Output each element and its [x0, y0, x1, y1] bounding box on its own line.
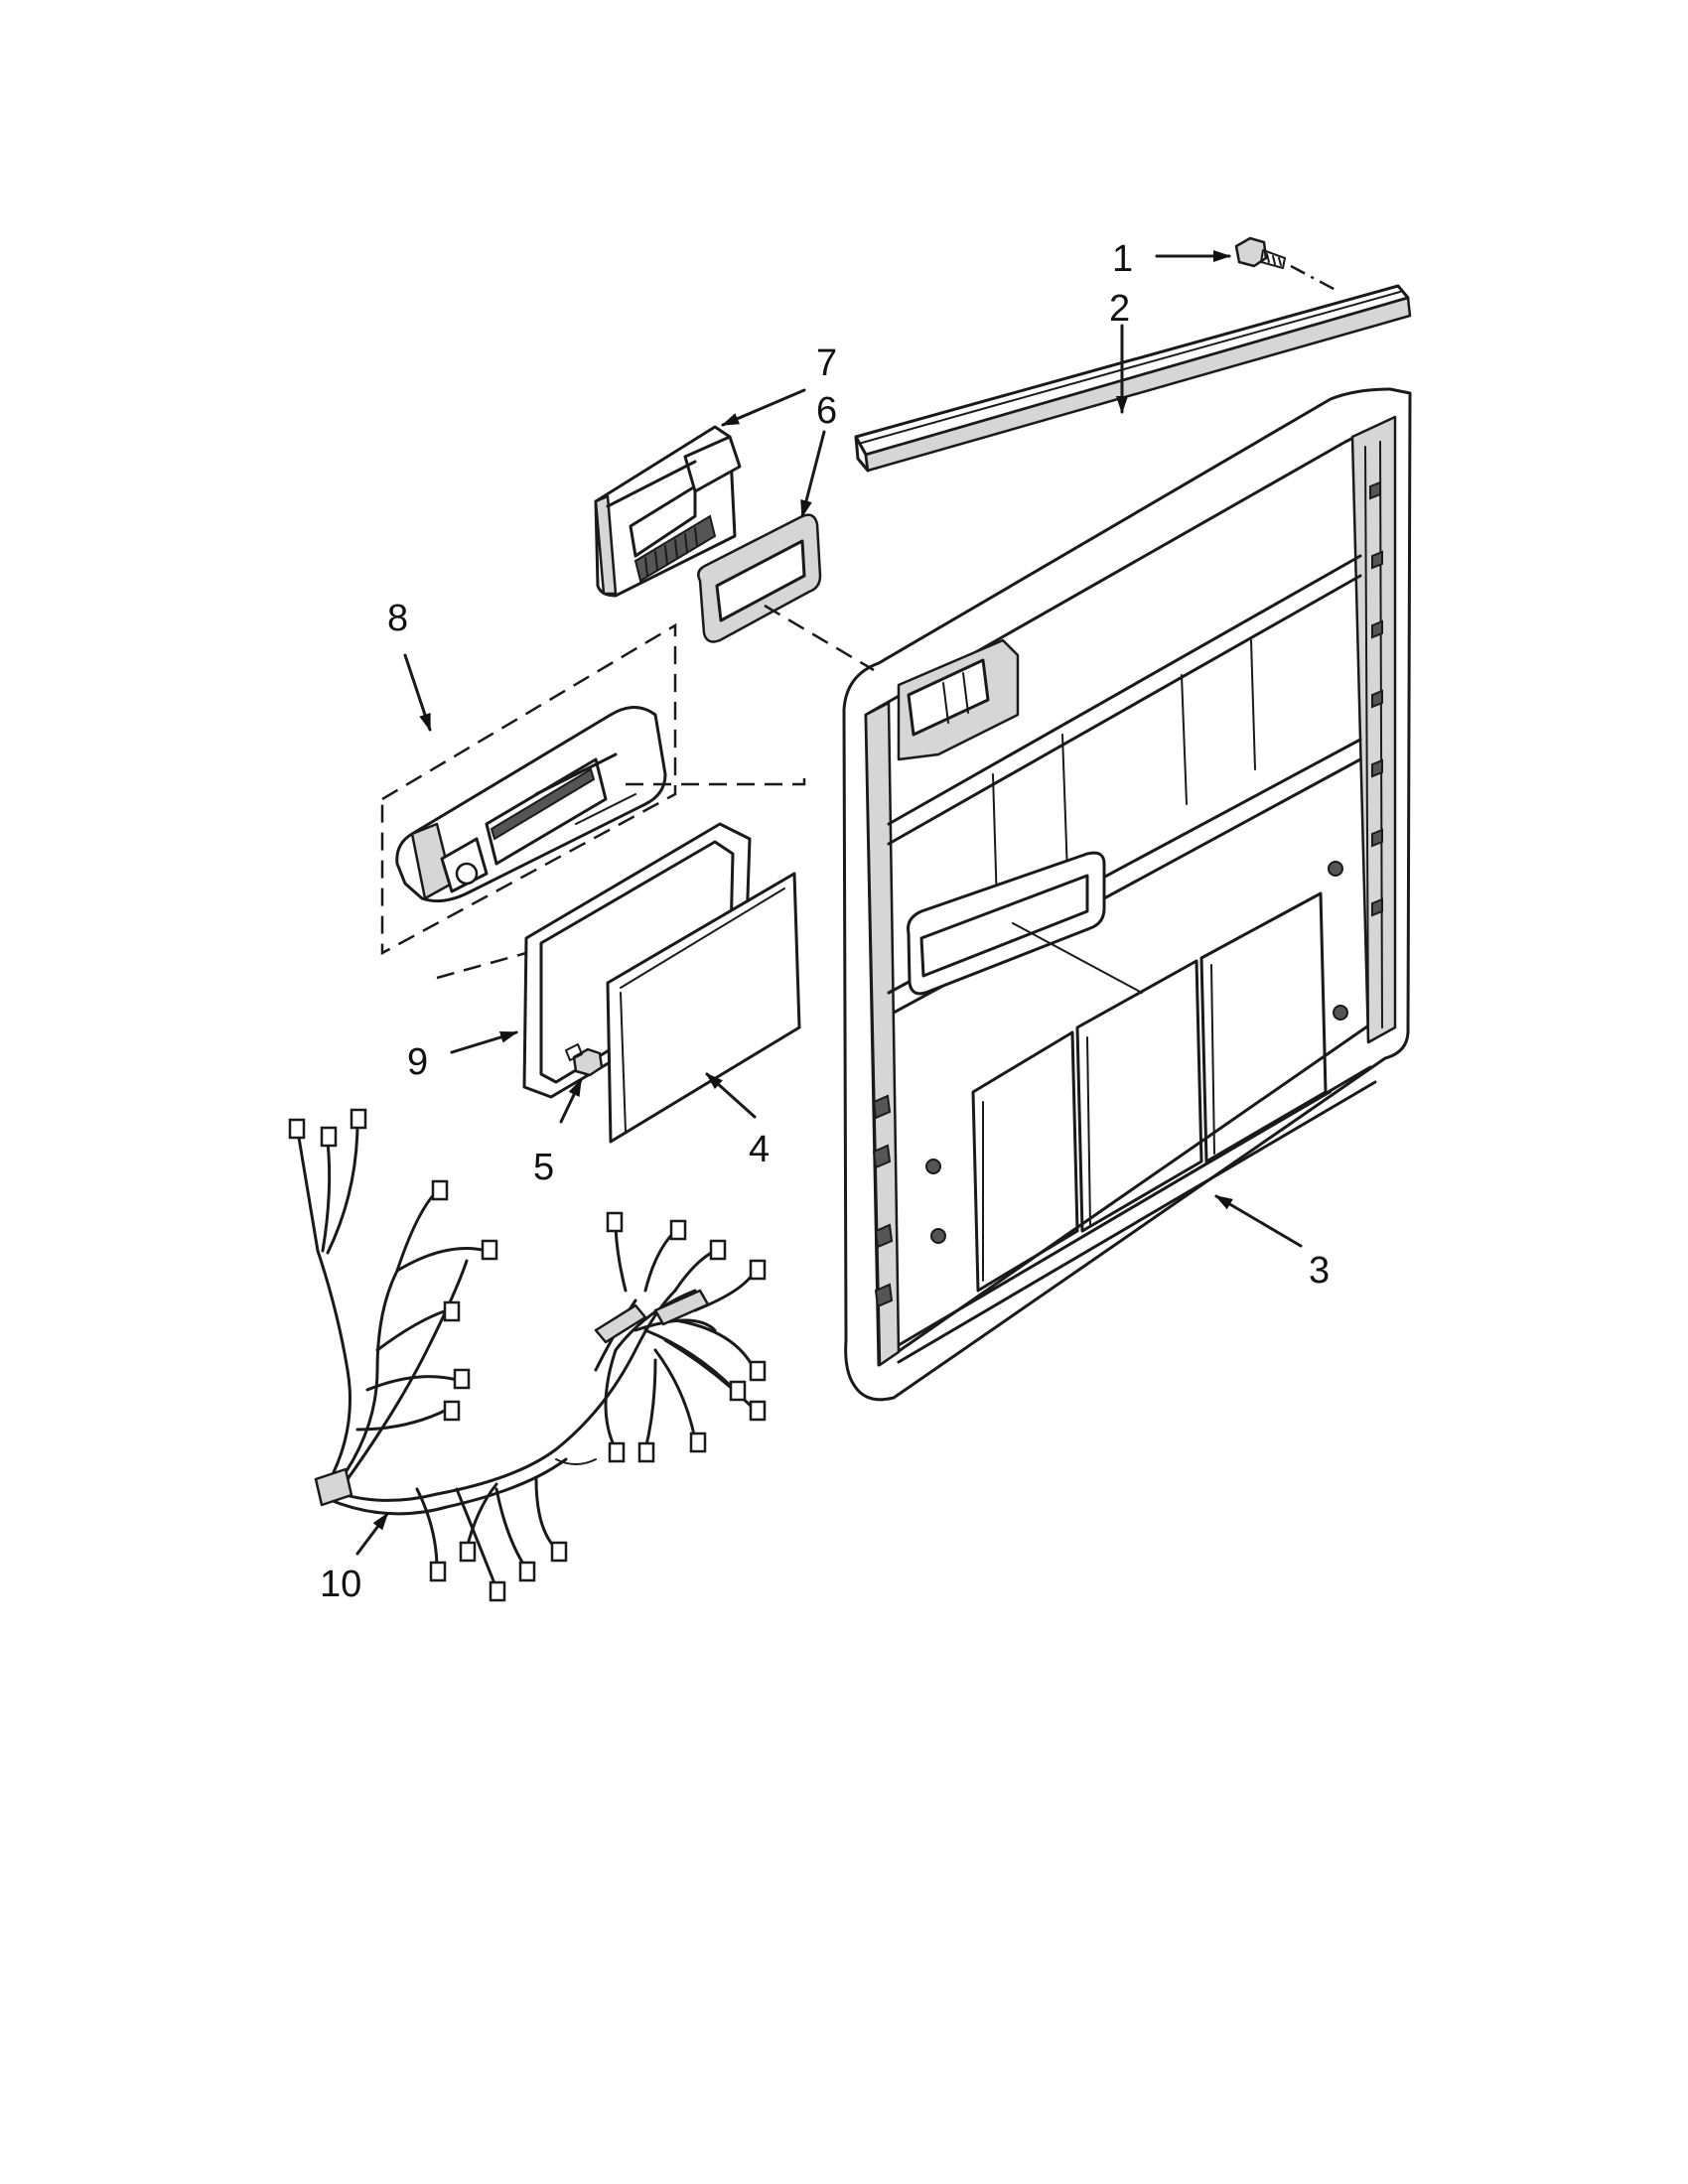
part-number-8: 8	[387, 598, 408, 639]
part-4-circuit-board	[606, 872, 801, 1144]
part-9-dashed-leader	[436, 951, 527, 980]
part-number-2: 2	[1109, 288, 1130, 330]
part-number-7: 7	[816, 342, 837, 384]
leader-arrow-8	[403, 653, 432, 732]
part-2-trim-strip	[854, 284, 1412, 473]
part-7-dispenser-housing	[594, 425, 742, 598]
leader-arrow-10	[355, 1512, 389, 1556]
part-8-dashed-leader	[626, 774, 806, 786]
part-5-screw	[565, 1043, 604, 1077]
harness-connector	[288, 1118, 306, 1140]
part-number-3: 3	[1309, 1250, 1330, 1292]
part-number-9: 9	[407, 1041, 428, 1083]
leader-arrow-4	[705, 1072, 757, 1119]
part-1-dashed-leader	[1290, 264, 1336, 292]
part-number-10: 10	[320, 1564, 361, 1605]
part-number-1: 1	[1112, 238, 1133, 280]
part-8-control-module	[380, 622, 677, 956]
part-3-inner-door-panel	[842, 387, 1412, 1402]
part-1-screw	[1234, 236, 1286, 269]
part-6-dashed-leader	[764, 604, 875, 672]
leader-arrow-7	[721, 388, 806, 427]
part-6-gasket	[697, 513, 822, 643]
leader-arrow-3	[1214, 1194, 1303, 1248]
leader-arrow-6	[800, 430, 826, 518]
part-number-6: 6	[816, 390, 837, 432]
leader-arrow-5	[559, 1078, 583, 1124]
leader-arrows	[355, 250, 1303, 1556]
leader-arrow-9	[450, 1030, 518, 1054]
part-number-5: 5	[533, 1147, 554, 1188]
part-number-4: 4	[749, 1129, 770, 1170]
part-10-wire-harness	[288, 1108, 767, 1602]
part-number-labels: 1 2 3 4 5 6 7 8 9 10	[320, 238, 1330, 1605]
